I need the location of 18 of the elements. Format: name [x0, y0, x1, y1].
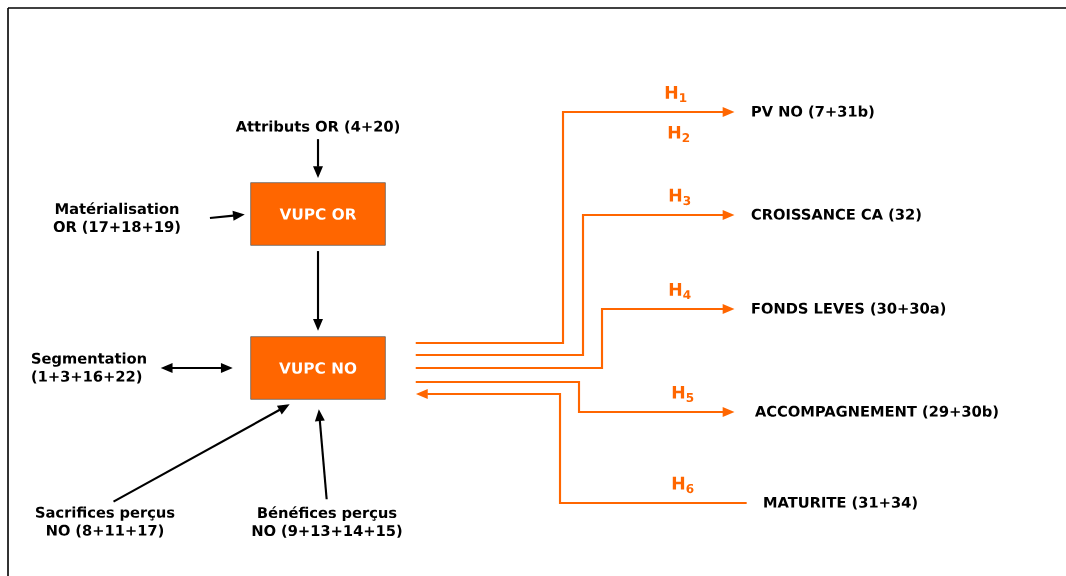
node-label: Sacrifices perçus NO (8+11+17) — [36, 506, 175, 538]
node-label: FONDS LEVES (30+30a) — [752, 302, 946, 316]
edge-label: H$_{1}$ — [665, 86, 687, 102]
node-label: Segmentation (1+3+16+22) — [32, 352, 146, 384]
node-label: ACCOMPAGNEMENT (29+30b) — [755, 405, 998, 419]
hypothesis-label: H$_{2}$ — [668, 125, 690, 143]
edge-label: H$_{5}$ — [672, 385, 694, 403]
edge-label: H$_{4}$ — [669, 283, 691, 299]
process-box: VUPC NO — [250, 336, 386, 400]
node-label: CROISSANCE CA (32) — [751, 208, 921, 222]
edge-label: H$_{6}$ — [672, 476, 694, 494]
node-label: PV NO (7+31b) — [752, 105, 874, 119]
node-label: Attributs OR (4+20) — [235, 120, 400, 134]
node-label: Matérialisation OR (17+18+19) — [53, 202, 180, 234]
node-label: Bénéfices perçus NO (9+13+14+15) — [252, 506, 402, 538]
edge-label: H$_{3}$ — [669, 188, 691, 206]
node-label: MATURITE (31+34) — [764, 496, 917, 510]
process-box: VUPC OR — [250, 182, 386, 246]
